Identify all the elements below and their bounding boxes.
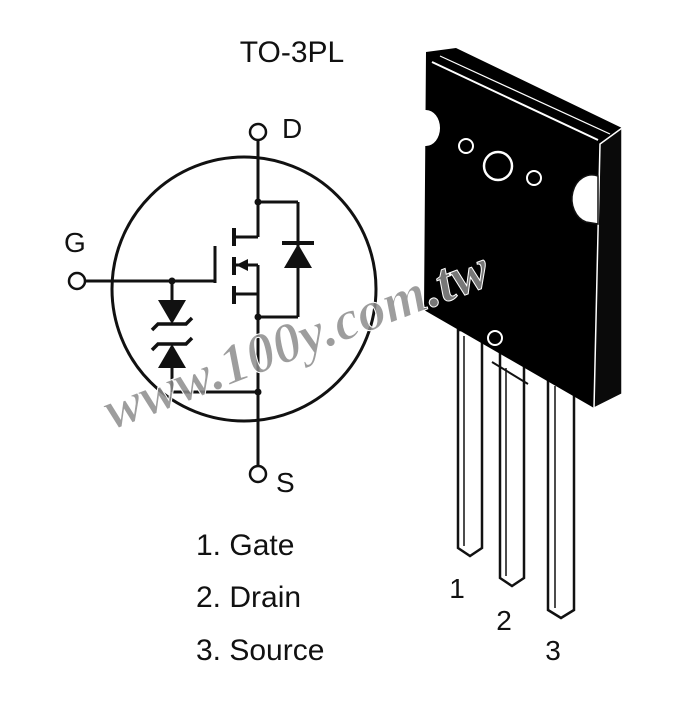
junction-dot: [254, 313, 262, 321]
body-notch: [420, 110, 440, 146]
junction-dot: [254, 198, 262, 206]
mosfet-symbol: D S G: [64, 113, 378, 498]
lead-2: [491, 348, 529, 588]
package-front-face: [424, 48, 622, 408]
package-side-face: [593, 126, 623, 410]
gate-label: G: [64, 227, 86, 258]
junction-dot: [168, 277, 176, 285]
body-diode-triangle: [284, 244, 312, 268]
lead-number: 2: [496, 605, 512, 636]
zener-lower-triangle: [158, 344, 186, 368]
pin-list-item: 1. Gate: [196, 529, 294, 562]
pin-list-item: 2. Drain: [196, 581, 301, 614]
small-hole: [458, 138, 474, 154]
source-label: S: [276, 467, 295, 498]
package-name: TO-3PL: [240, 36, 345, 69]
lead-1: [456, 328, 484, 558]
zener-upper-bar: [150, 316, 194, 332]
drain-label: D: [282, 113, 302, 144]
gate-terminal: [67, 271, 87, 291]
lead-number: 3: [545, 635, 561, 666]
drain-terminal: [248, 122, 268, 142]
tab-edge-line: [431, 61, 599, 141]
source-terminal: [248, 464, 268, 484]
small-hole: [487, 330, 503, 346]
mounting-cutout: [571, 174, 599, 225]
small-hole: [526, 170, 542, 186]
symbol-outline-circle: [110, 155, 378, 423]
zener-upper-triangle: [158, 300, 186, 324]
junction-dot: [254, 388, 262, 396]
tab-edge-line: [439, 55, 611, 135]
lead-3: [546, 370, 576, 620]
pin-list-item: 3. Source: [196, 634, 324, 667]
lead-number: 1: [449, 573, 465, 604]
mounting-hole: [482, 150, 514, 182]
body-arrow: [236, 259, 248, 271]
package-drawing: [420, 48, 623, 620]
